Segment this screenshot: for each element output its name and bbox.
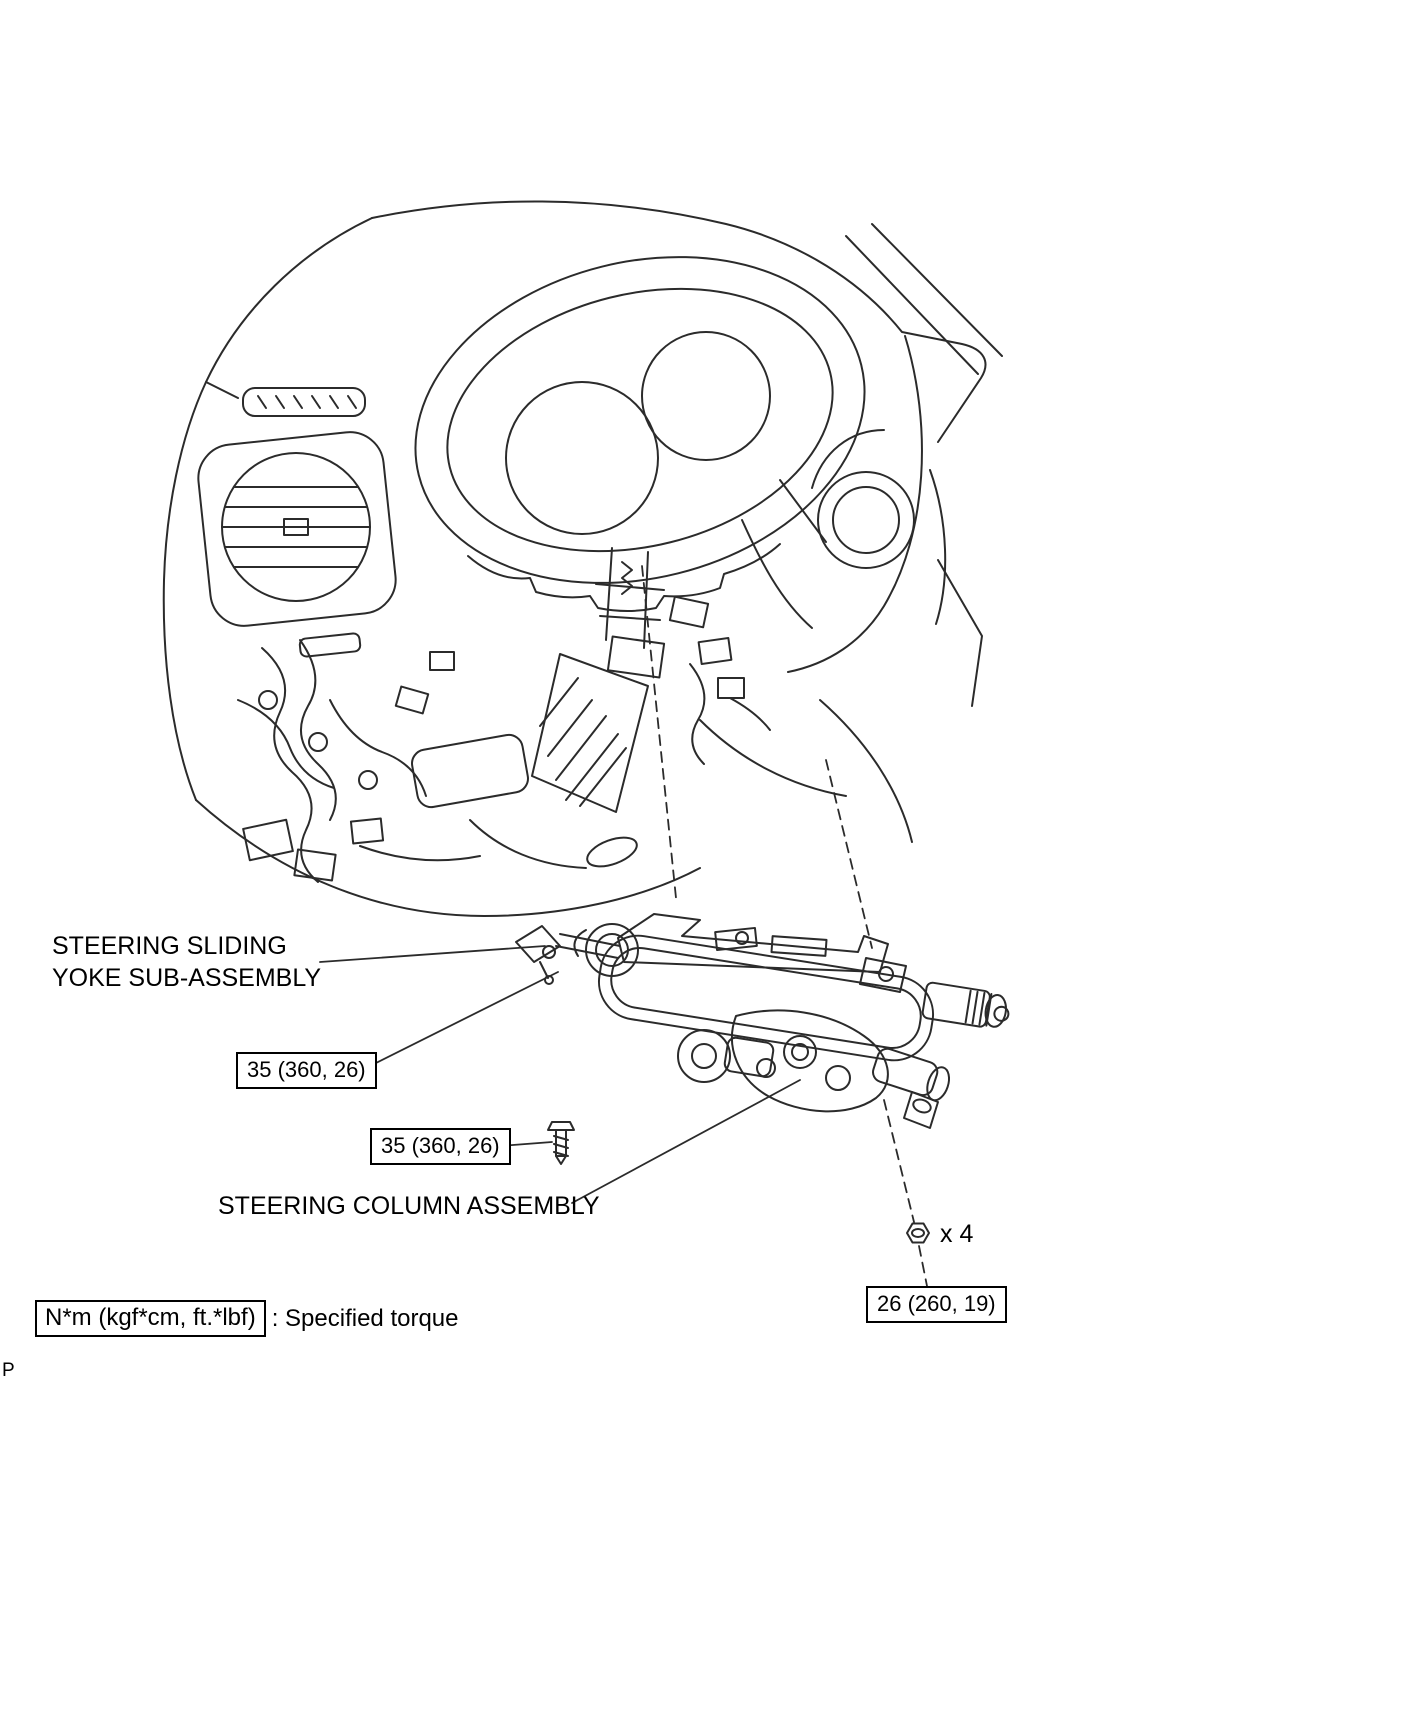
- leader-torque-yoke-upper: [365, 971, 559, 1069]
- label-sliding-yoke: STEERING SLIDING YOKE SUB-ASSEMBLY: [52, 930, 321, 994]
- label-sliding-yoke-line1: STEERING SLIDING: [52, 932, 287, 960]
- label-column-assembly: STEERING COLUMN ASSEMBLY: [218, 1192, 600, 1220]
- dashboard-art: [162, 200, 1003, 917]
- label-nut-count: x 4: [940, 1220, 974, 1248]
- page-corner-mark: P: [2, 1360, 15, 1381]
- leader-column-assembly: [571, 1079, 801, 1204]
- leader-sliding-yoke: [319, 945, 546, 963]
- label-sliding-yoke-line2: YOKE SUB-ASSEMBLY: [52, 964, 322, 992]
- torque-legend: N*m (kgf*cm, ft.*lbf) : Specified torque: [35, 1300, 459, 1337]
- torque-box-column-nut: 26 (260, 19): [866, 1286, 1007, 1323]
- dashed-leader-lines: [641, 565, 928, 1287]
- torque-box-yoke-upper: 35 (360, 26): [236, 1052, 377, 1089]
- label-leader-lines: [319, 945, 801, 1204]
- steering-column-art: [515, 913, 1010, 1129]
- nut-icon: [906, 1222, 930, 1244]
- torque-box-yoke-lower: 35 (360, 26): [370, 1128, 511, 1165]
- bolt-icon: [547, 1121, 575, 1165]
- legend-unit-box: N*m (kgf*cm, ft.*lbf): [35, 1300, 266, 1337]
- legend-description: : Specified torque: [271, 1304, 459, 1332]
